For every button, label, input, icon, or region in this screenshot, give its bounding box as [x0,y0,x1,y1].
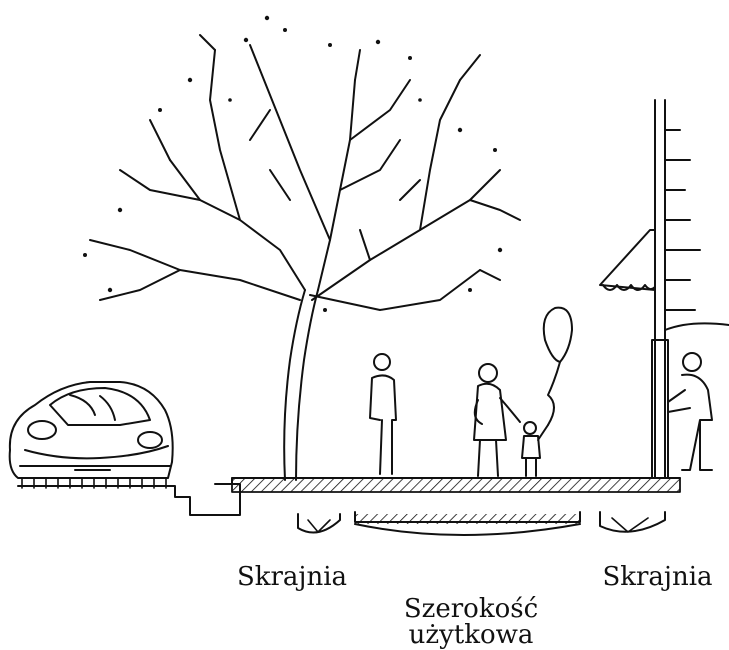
awning [600,230,655,290]
car [10,382,173,488]
left-clearance-label: Skrajnia [222,562,362,592]
person-at-door [668,353,712,470]
right-clearance-label: Skrajnia [590,562,725,592]
pedestrian [370,354,396,474]
building-facade [600,100,729,478]
dimension-markers [298,512,665,535]
tree [83,16,520,480]
parent-and-child [474,308,572,476]
usable-width-label-line2: użytkowa [386,620,556,650]
balloon [544,308,572,362]
